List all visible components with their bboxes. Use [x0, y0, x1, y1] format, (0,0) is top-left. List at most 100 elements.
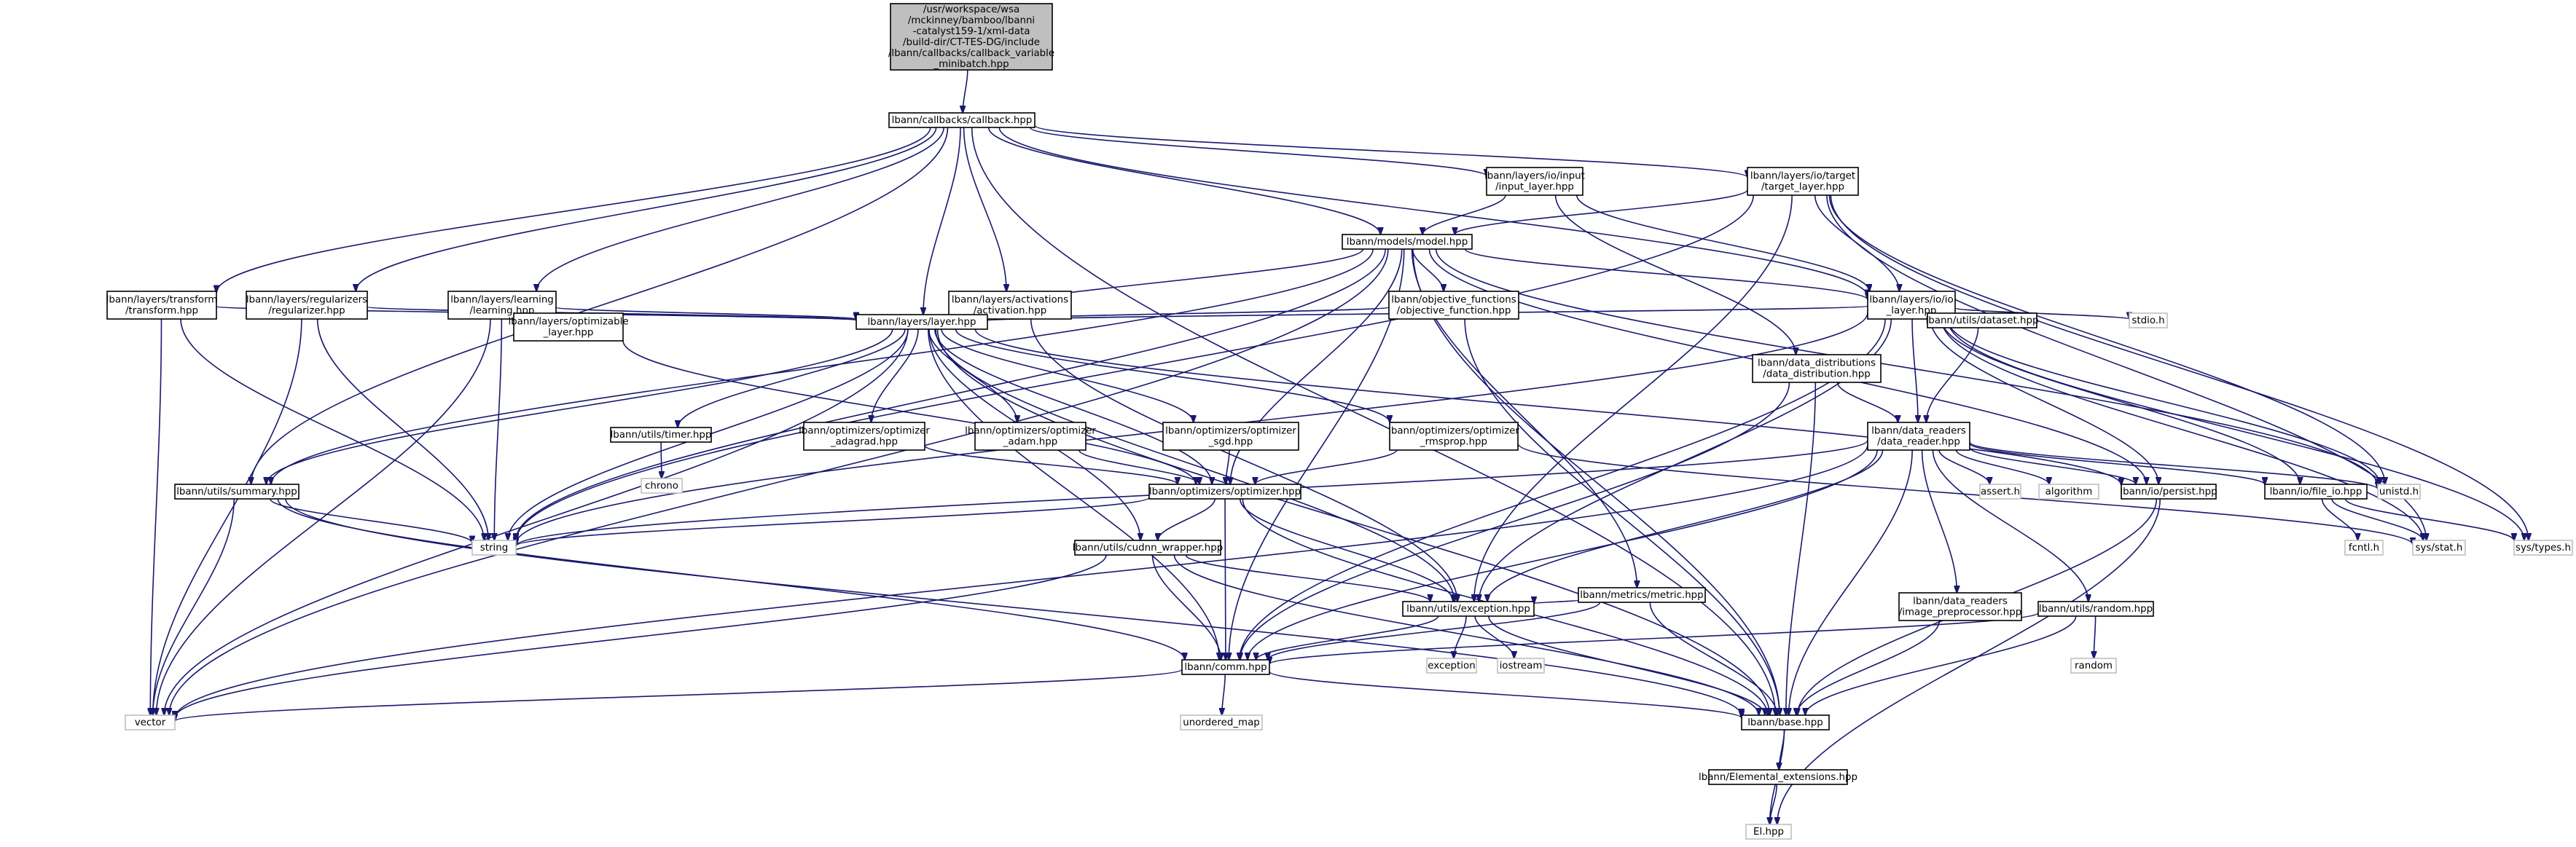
- node-sys_types: sys/types.h: [2513, 540, 2573, 556]
- edge-opt_adagrad-to-optimizer: [924, 444, 1178, 484]
- node-root[interactable]: /usr/workspace/wsa/mckinney/bamboo/lbann…: [888, 3, 1054, 71]
- node-opt_adam-label-line: _adam.hpp: [1003, 437, 1057, 448]
- node-fcntl-box: [2344, 540, 2384, 556]
- node-string-box: [471, 540, 517, 556]
- node-base[interactable]: lbann/base.hpp: [1741, 714, 1830, 730]
- node-input_layer[interactable]: lbann/layers/io/input/input_layer.hpp: [1484, 167, 1585, 196]
- node-chrono-label-line: chrono: [645, 481, 678, 492]
- node-random_sys: random: [2070, 658, 2117, 674]
- node-learning[interactable]: lbann/layers/learning/learning.hpp: [447, 291, 557, 320]
- node-layer-box: [856, 314, 988, 330]
- node-layer[interactable]: lbann/layers/layer.hpp: [856, 314, 988, 330]
- node-objective[interactable]: lbann/objective_functions/objective_func…: [1388, 291, 1519, 320]
- node-metric[interactable]: lbann/metrics/metric.hpp: [1578, 587, 1706, 603]
- node-opt_adagrad-box: [803, 422, 925, 451]
- node-io_layer-label-line: lbann/layers/io/io: [1869, 295, 1953, 306]
- node-string-label-line: string: [480, 543, 508, 553]
- node-comm[interactable]: lbann/comm.hpp: [1181, 659, 1270, 675]
- node-callback-label-line: lbann/callbacks/callback.hpp: [892, 115, 1033, 126]
- node-unordered_map-box: [1180, 714, 1263, 730]
- node-optimizable[interactable]: lbann/layers/optimizable_layer.hpp: [508, 312, 629, 342]
- edge-comm-to-vector: [175, 669, 1183, 721]
- node-algorithm: algorithm: [2038, 484, 2099, 500]
- edge-io_layer-to-stdio: [1954, 307, 2129, 319]
- edge-exception-to-iostream: [1474, 615, 1514, 658]
- edge-random_hpp-to-random_sys: [2094, 615, 2095, 658]
- node-stdio-label-line: stdio.h: [2131, 315, 2164, 326]
- node-target_layer-label-line: /target_layer.hpp: [1761, 182, 1844, 193]
- node-activation[interactable]: lbann/layers/activations/activation.hpp: [948, 291, 1072, 320]
- node-opt_rmsprop-box: [1389, 422, 1519, 451]
- edge-callback-to-model: [987, 127, 1381, 235]
- node-target_layer-box: [1747, 167, 1859, 196]
- node-exception_sys-box: [1426, 658, 1477, 674]
- node-model[interactable]: lbann/models/model.hpp: [1342, 234, 1473, 250]
- node-image_pre[interactable]: lbann/data_readers/image_preprocessor.hp…: [1898, 592, 2022, 621]
- edge-optimizer-to-cudnn: [1158, 498, 1216, 540]
- node-regularizer[interactable]: lbann/layers/regularizers/regularizer.hp…: [246, 291, 368, 320]
- node-callback[interactable]: lbann/callbacks/callback.hpp: [888, 112, 1036, 128]
- edge-data_distribution-to-base: [1786, 382, 1817, 715]
- node-persist[interactable]: lbann/io/persist.hpp: [2120, 484, 2217, 500]
- node-opt_sgd[interactable]: lbann/optimizers/optimizer_sgd.hpp: [1162, 422, 1299, 451]
- node-data_reader[interactable]: lbann/data_readers/data_reader.hpp: [1867, 422, 1970, 451]
- node-cudnn[interactable]: lbann/utils/cudnn_wrapper.hpp: [1073, 540, 1224, 556]
- node-file_io[interactable]: lbann/io/file_io.hpp: [2264, 484, 2368, 500]
- node-dataset[interactable]: lbann/utils/dataset.hpp: [1926, 312, 2039, 328]
- node-exception[interactable]: lbann/utils/exception.hpp: [1402, 601, 1535, 617]
- node-exception_sys-label-line: exception: [1428, 661, 1475, 671]
- edge-timer-to-chrono: [661, 441, 662, 478]
- edge-data_reader-to-exception: [1487, 449, 1884, 602]
- node-transform[interactable]: lbann/layers/transform/transform.hpp: [106, 291, 218, 320]
- edge-optimizable-to-optimizer: [622, 340, 1196, 484]
- node-vector: vector: [125, 714, 176, 730]
- node-root-label-line: /build-dir/CT-TES-DG/include: [903, 37, 1040, 48]
- node-cudnn-label-line: lbann/utils/cudnn_wrapper.hpp: [1073, 543, 1224, 553]
- edge-opt_rmsprop-to-optimizer: [1255, 449, 1398, 484]
- edge-callback-to-layer: [923, 127, 961, 315]
- edge-summary-to-string: [270, 498, 472, 543]
- node-opt_sgd-box: [1162, 422, 1299, 451]
- node-summary[interactable]: lbann/utils/summary.hpp: [174, 484, 300, 500]
- node-root-label-line: /mckinney/bamboo/lbanni: [908, 15, 1035, 26]
- edge-opt_adam-to-optimizer: [1078, 449, 1199, 484]
- node-opt_adagrad[interactable]: lbann/optimizers/optimizer_adagrad.hpp: [799, 422, 930, 451]
- edge-model-to-unistd: [1435, 248, 2378, 486]
- node-timer[interactable]: lbann/utils/timer.hpp: [610, 427, 712, 443]
- node-base-box: [1741, 714, 1830, 730]
- edge-regularizer-to-vector: [153, 318, 302, 715]
- node-data_distribution[interactable]: lbann/data_distributions/data_distributi…: [1752, 354, 1882, 383]
- node-image_pre-label-line: lbann/data_readers: [1913, 596, 2008, 607]
- edge-data_reader-to-unistd: [1969, 441, 2378, 489]
- edge-callback-to-regularizer: [356, 127, 937, 291]
- node-metric-label-line: lbann/metrics/metric.hpp: [1580, 590, 1703, 601]
- node-random_sys-box: [2070, 658, 2117, 674]
- node-target_layer[interactable]: lbann/layers/io/target/target_layer.hpp: [1747, 167, 1859, 196]
- node-comm-label-line: lbann/comm.hpp: [1184, 662, 1267, 673]
- node-target_layer-label-line: lbann/layers/io/target: [1750, 171, 1855, 182]
- node-root-box: [890, 3, 1053, 71]
- node-opt_rmsprop[interactable]: lbann/optimizers/optimizer_rmsprop.hpp: [1388, 422, 1519, 451]
- node-vector-label-line: vector: [135, 717, 166, 728]
- node-exception-label-line: lbann/utils/exception.hpp: [1406, 604, 1530, 615]
- node-optimizer-box: [1148, 484, 1301, 500]
- node-opt_adam[interactable]: lbann/optimizers/optimizer_adam.hpp: [965, 422, 1096, 451]
- edge-objective-to-base: [1464, 318, 1780, 715]
- node-opt_rmsprop-label-line: _rmsprop.hpp: [1420, 437, 1487, 448]
- edge-data_reader-to-file_io: [1969, 443, 2265, 484]
- node-sys_stat-label-line: sys/stat.h: [2416, 543, 2463, 553]
- node-activation-label-line: /activation.hpp: [974, 306, 1047, 317]
- node-learning-label-line: lbann/layers/learning: [450, 295, 554, 306]
- node-model-label-line: lbann/models/model.hpp: [1347, 237, 1468, 248]
- node-chrono: chrono: [641, 478, 683, 494]
- edge-dataset-to-data_reader: [1926, 327, 1979, 422]
- edge-model-to-io_layer: [1464, 248, 1868, 299]
- edge-file_io-to-fcntl: [2321, 498, 2358, 540]
- node-random_hpp-box: [2037, 601, 2154, 617]
- edge-model-to-string: [516, 248, 1386, 540]
- node-optimizer[interactable]: lbann/optimizers/optimizer.hpp: [1148, 484, 1301, 500]
- node-opt_adam-label-line: lbann/optimizers/optimizer: [965, 426, 1096, 437]
- node-el-box: [1745, 824, 1792, 840]
- node-random_hpp[interactable]: lbann/utils/random.hpp: [2037, 601, 2154, 617]
- node-elemental_ext[interactable]: lbann/Elemental_extensions.hpp: [1699, 769, 1857, 785]
